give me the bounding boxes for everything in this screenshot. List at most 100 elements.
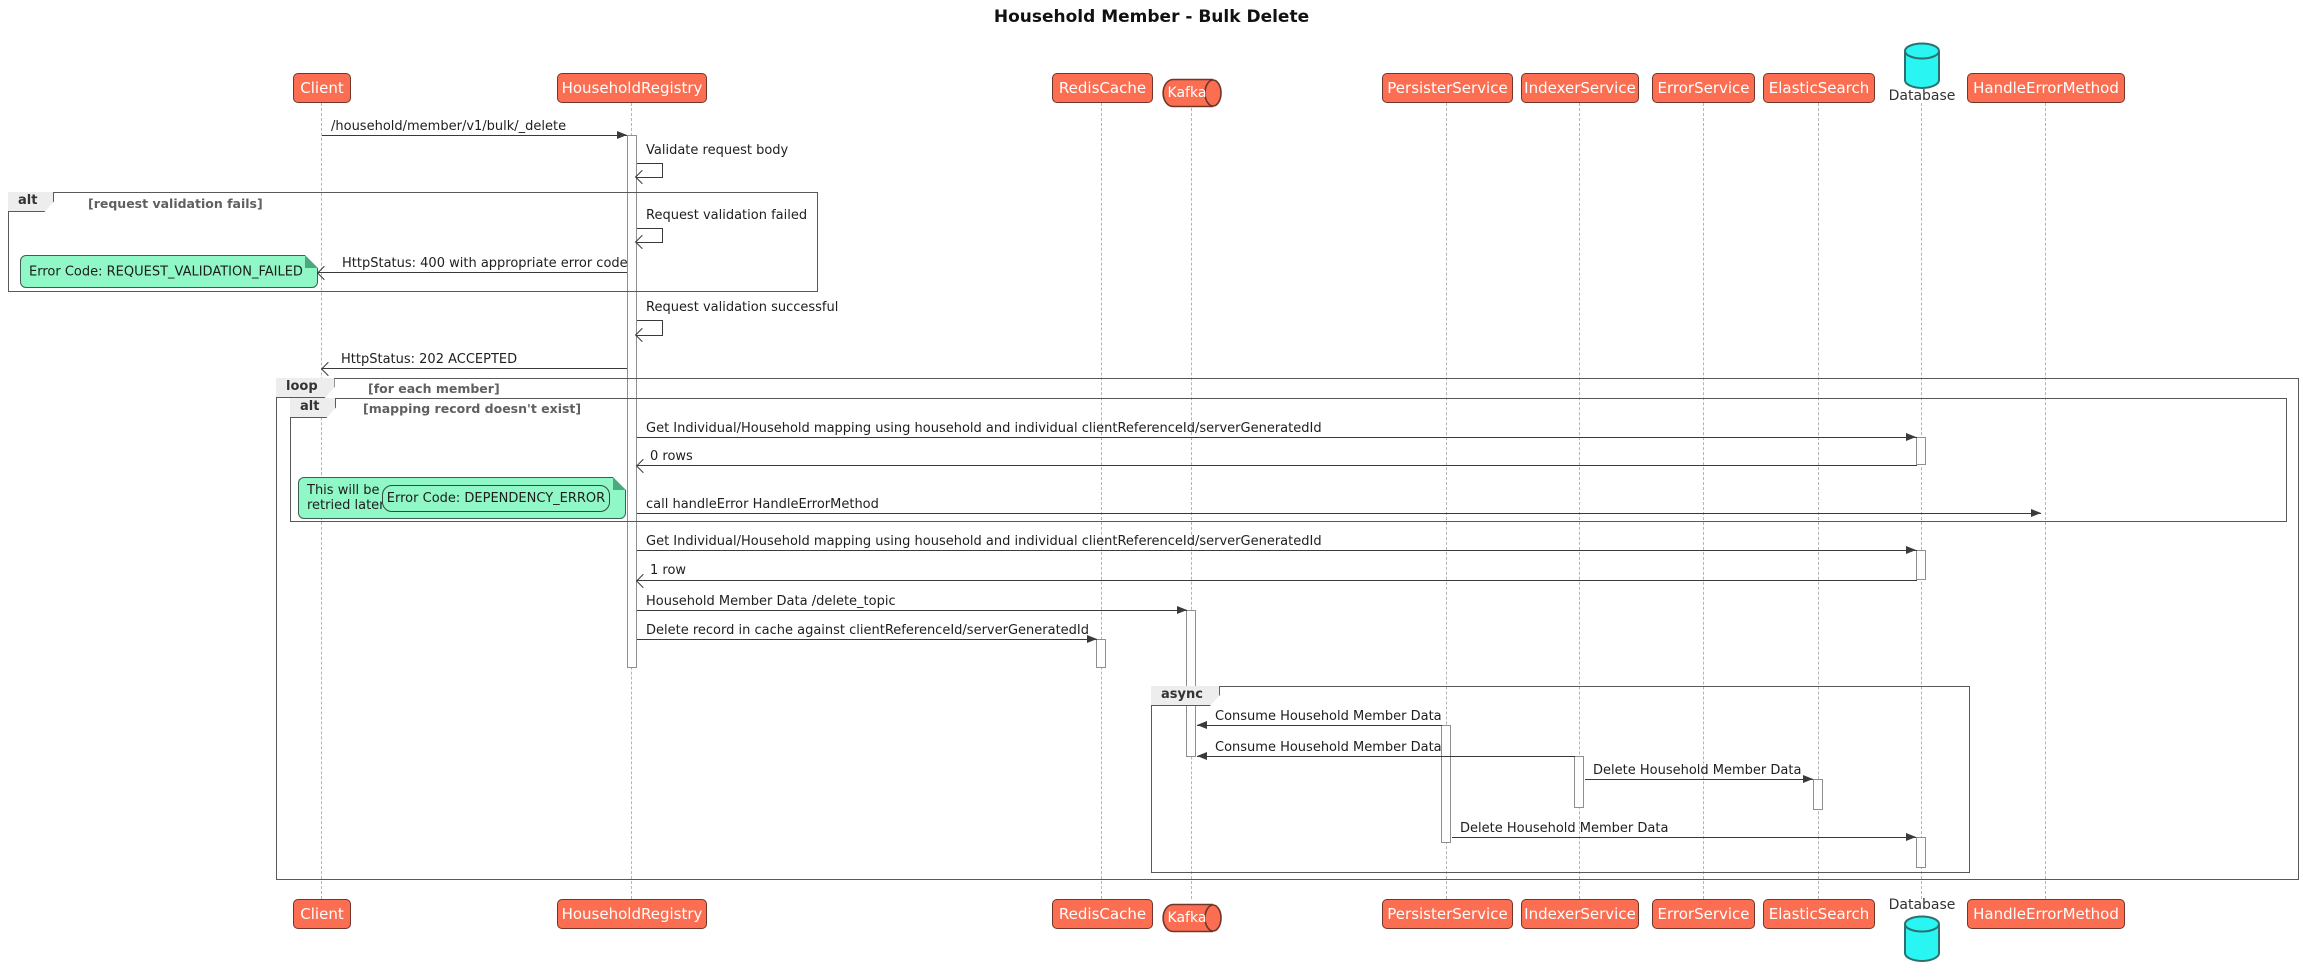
arrowhead-left: [1197, 721, 1207, 729]
participant-kafka-bottom: Kafka: [1161, 903, 1223, 933]
message-request-validation-failed: Request validation failed: [646, 208, 808, 223]
participant-household-registry-bottom: HouseholdRegistry: [557, 899, 707, 929]
self-message-loop: [637, 320, 663, 336]
lifeline-error-service: [1703, 103, 1704, 899]
message-1-row: 1 row: [650, 563, 687, 578]
message-validate-request-body: Validate request body: [646, 143, 789, 158]
activation-household-registry: [627, 135, 637, 668]
message-delete-elastic: Delete Household Member Data: [1593, 763, 1802, 778]
activation-elastic-search: [1813, 779, 1823, 810]
guard-mapping-record-doesnt-exist: [mapping record doesn't exist]: [363, 401, 582, 416]
lifeline-indexer-service: [1579, 103, 1580, 899]
message-line: [637, 465, 1917, 466]
participant-kafka-label: Kafka: [1167, 909, 1207, 926]
arrowhead-right: [617, 131, 627, 139]
message-line: [637, 580, 1917, 581]
activation-redis-cache: [1096, 639, 1106, 668]
note-dependency-error: Error Code: DEPENDENCY_ERROR: [382, 485, 610, 512]
arrowhead-right: [1177, 606, 1187, 614]
message-delete-database: Delete Household Member Data: [1460, 821, 1669, 836]
message-consume-persister: Consume Household Member Data: [1215, 709, 1442, 724]
message-line: [1452, 837, 1916, 838]
message-get-mapping-2: Get Individual/Household mapping using h…: [646, 534, 1322, 549]
note-request-validation-failed: Error Code: REQUEST_VALIDATION_FAILED: [20, 255, 318, 288]
participant-handle-error-method-bottom: HandleErrorMethod: [1967, 899, 2125, 929]
arrowhead-right: [2031, 509, 2041, 517]
lifeline-persister-service: [1446, 103, 1447, 899]
message-line: [322, 135, 627, 136]
frame-loop: loop: [276, 378, 2299, 880]
lifeline-kafka: [1191, 108, 1192, 899]
message-consume-indexer: Consume Household Member Data: [1215, 740, 1442, 755]
message-delete-topic: Household Member Data /delete_topic: [646, 594, 896, 609]
database-cylinder-icon: [1904, 915, 1940, 962]
activation-kafka: [1186, 610, 1196, 757]
lifeline-redis-cache: [1101, 103, 1102, 899]
participant-error-service-bottom: ErrorService: [1652, 899, 1755, 929]
message-line: [637, 437, 1917, 438]
participant-database-label: Database: [1888, 88, 1956, 104]
self-message-loop: [637, 228, 663, 243]
kafka-queue-icon: [1162, 903, 1222, 933]
lifeline-elastic-search: [1818, 103, 1819, 899]
message-0-rows: 0 rows: [650, 449, 693, 464]
lifeline-database: [1921, 103, 1922, 899]
message-delete-cache-record: Delete record in cache against clientRef…: [646, 623, 1089, 638]
frame-keyword-alt: alt: [8, 192, 54, 212]
participant-persister-service-bottom: PersisterService: [1382, 899, 1513, 929]
activation-indexer-service: [1574, 756, 1584, 808]
message-http-202-accepted: HttpStatus: 202 ACCEPTED: [341, 352, 518, 367]
guard-for-each-member: [for each member]: [368, 381, 500, 396]
arrowhead-right: [1906, 546, 1916, 554]
participant-error-service: ErrorService: [1652, 73, 1755, 103]
diagram-title: Household Member - Bulk Delete: [993, 7, 1310, 27]
message-line: [1197, 725, 1442, 726]
frame-async: async: [1151, 686, 1970, 873]
message-call-handle-error: call handleError HandleErrorMethod: [646, 497, 879, 512]
message-line: [318, 272, 627, 273]
message-bulk-delete-request: /household/member/v1/bulk/_delete: [331, 119, 567, 134]
message-request-validation-successful: Request validation successful: [646, 300, 839, 315]
arrowhead-right: [1906, 833, 1916, 841]
frame-keyword-alt-mapping: alt: [290, 398, 336, 418]
message-line: [322, 368, 627, 369]
participant-kafka: Kafka: [1161, 78, 1223, 108]
frame-alt-mapping: alt: [290, 398, 2287, 522]
message-line: [637, 513, 2041, 514]
participant-database-bottom: [1902, 915, 1942, 967]
activation-database-2: [1916, 550, 1926, 580]
frame-keyword-loop: loop: [276, 378, 335, 398]
participant-redis-cache-bottom: RedisCache: [1052, 899, 1153, 929]
participant-persister-service: PersisterService: [1382, 73, 1513, 103]
message-http-400: HttpStatus: 400 with appropriate error c…: [342, 256, 628, 271]
participant-kafka-label: Kafka: [1167, 84, 1207, 101]
guard-request-validation-fails: [request validation fails]: [88, 196, 263, 211]
note-text: Error Code: REQUEST_VALIDATION_FAILED: [29, 264, 303, 279]
message-get-mapping-1: Get Individual/Household mapping using h…: [646, 421, 1322, 436]
participant-household-registry: HouseholdRegistry: [557, 73, 707, 103]
participant-indexer-service: IndexerService: [1521, 73, 1639, 103]
activation-persister-service: [1441, 725, 1451, 843]
participant-elastic-search: ElasticSearch: [1763, 73, 1875, 103]
participant-indexer-service-bottom: IndexerService: [1521, 899, 1639, 929]
arrowhead-left: [1197, 752, 1207, 760]
message-line: [637, 610, 1187, 611]
arrowhead-open-left: [320, 361, 336, 377]
participant-database-label-bottom: Database: [1888, 897, 1956, 913]
frame-alt-request-validation: alt: [8, 192, 818, 292]
arrowhead-right: [1906, 433, 1916, 441]
message-line: [637, 550, 1917, 551]
participant-client: Client: [293, 73, 351, 103]
message-line: [1197, 756, 1575, 757]
message-line: [1585, 779, 1813, 780]
note-text: This will be retried later: [307, 483, 385, 513]
arrowhead-right: [1087, 635, 1097, 643]
message-line: [637, 639, 1097, 640]
frame-keyword-async: async: [1151, 686, 1220, 706]
participant-redis-cache: RedisCache: [1052, 73, 1153, 103]
self-message-loop: [637, 163, 663, 178]
activation-database-3: [1916, 837, 1926, 868]
lifeline-handle-error-method: [2045, 103, 2046, 899]
activation-database-1: [1916, 437, 1926, 465]
